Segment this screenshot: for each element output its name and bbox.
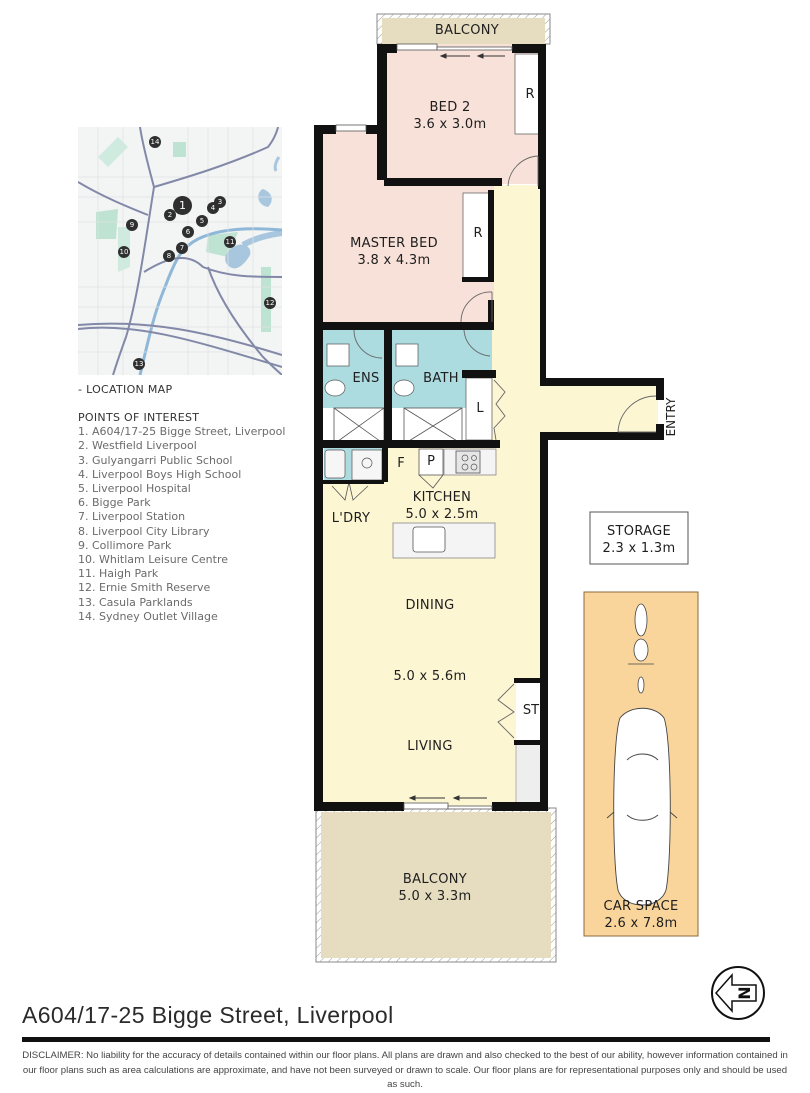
room-name: LIVING <box>407 739 453 754</box>
room-dimensions: 5.0 x 2.5m <box>405 507 479 522</box>
room-name: STORAGE <box>607 524 671 539</box>
robe-bed-2: R <box>525 87 535 102</box>
poi-item: 1. A604/17-25 Bigge Street, Liverpool <box>78 425 286 439</box>
poi-item: 9. Collimore Park <box>78 538 172 552</box>
room-bed-2: BED 2 3.6 x 3.0m <box>395 99 505 133</box>
room-ensuite: ENS <box>348 370 384 387</box>
poi-item: 11. Haigh Park <box>78 567 159 581</box>
map-marker-9: 9 <box>126 219 138 231</box>
living-dining-dimensions: 5.0 x 5.6m <box>380 668 480 685</box>
room-name: ENS <box>352 371 380 386</box>
store-cupboard: ST <box>522 703 540 718</box>
poi-item: 6. Bigge Park <box>78 496 151 510</box>
poi-heading: POINTS OF INTEREST <box>78 411 200 424</box>
fridge-label: F <box>397 456 405 471</box>
points-of-interest-list: POINTS OF INTEREST 1. A604/17-25 Bigge S… <box>78 411 285 624</box>
map-marker-14: 14 <box>149 136 161 148</box>
room-dining: DINING <box>380 597 480 614</box>
poi-item: 5. Liverpool Hospital <box>78 482 191 496</box>
room-living: LIVING <box>380 738 480 755</box>
map-marker-1: 1 <box>173 196 192 215</box>
poi-item: 2. Westfield Liverpool <box>78 439 197 453</box>
property-address-title: A604/17-25 Bigge Street, Liverpool <box>22 1002 394 1028</box>
poi-item: 3. Gulyangarri Public School <box>78 453 233 467</box>
room-master-bed: MASTER BED 3.8 x 4.3m <box>334 235 454 269</box>
room-dimensions: 2.3 x 1.3m <box>602 541 676 556</box>
room-balcony-top: BALCONY <box>400 22 534 39</box>
compass-north-label: N <box>735 986 754 999</box>
room-name: MASTER BED <box>350 236 438 251</box>
entry-label: ENTRY <box>664 397 678 437</box>
pantry-label: P <box>427 454 435 469</box>
map-marker-4: 4 <box>207 202 219 214</box>
linen-cupboard: L <box>476 401 484 416</box>
map-marker-11: 11 <box>224 236 236 248</box>
room-balcony-bottom: BALCONY 5.0 x 3.3m <box>370 871 500 905</box>
room-name: DINING <box>405 598 455 613</box>
poi-item: 12. Ernie Smith Reserve <box>78 581 211 595</box>
poi-item: 13. Casula Parklands <box>78 595 193 609</box>
robe-master: R <box>473 226 483 241</box>
room-name: L'DRY <box>331 511 371 526</box>
room-dimensions: 5.0 x 5.6m <box>393 669 467 684</box>
map-marker-12: 12 <box>264 297 276 309</box>
room-dimensions: 3.8 x 4.3m <box>357 253 431 268</box>
room-name: KITCHEN <box>412 490 472 505</box>
room-dimensions: 3.6 x 3.0m <box>413 117 487 132</box>
room-name: BALCONY <box>402 872 468 887</box>
map-marker-13: 13 <box>133 358 145 370</box>
room-dimensions: 5.0 x 3.3m <box>398 889 472 904</box>
disclaimer-text: DISCLAIMER: No liability for the accurac… <box>22 1050 788 1090</box>
map-marker-5: 5 <box>196 215 208 227</box>
room-bath: BATH <box>418 370 464 387</box>
room-dimensions: 2.6 x 7.8m <box>604 916 678 931</box>
room-name: BALCONY <box>434 23 500 38</box>
poi-item: 4. Liverpool Boys High School <box>78 467 242 481</box>
floor-plan-graphic <box>314 13 699 963</box>
room-name: CAR SPACE <box>603 899 679 914</box>
room-laundry: L'DRY <box>326 510 376 527</box>
map-marker-10: 10 <box>118 246 130 258</box>
room-kitchen: KITCHEN 5.0 x 2.5m <box>390 489 494 523</box>
poi-item: 7. Liverpool Station <box>78 510 186 524</box>
map-marker-8: 8 <box>163 250 175 262</box>
room-name: BED 2 <box>429 100 471 115</box>
north-compass-icon: N <box>711 966 765 1020</box>
poi-item: 14. Sydney Outlet Village <box>78 609 218 623</box>
room-storage: STORAGE 2.3 x 1.3m <box>590 523 688 557</box>
map-marker-7: 7 <box>176 242 188 254</box>
map-marker-2: 2 <box>164 209 176 221</box>
title-divider <box>22 1037 770 1042</box>
poi-item: 8. Liverpool City Library <box>78 524 210 538</box>
location-map: 14 1 2 3 4 5 6 7 8 9 10 11 12 13 <box>78 127 282 375</box>
map-marker-6: 6 <box>182 226 194 238</box>
room-name: BATH <box>423 371 459 386</box>
map-caption: - LOCATION MAP <box>78 383 173 396</box>
poi-item: 10. Whitlam Leisure Centre <box>78 553 229 567</box>
room-car-space: CAR SPACE 2.6 x 7.8m <box>584 898 698 932</box>
